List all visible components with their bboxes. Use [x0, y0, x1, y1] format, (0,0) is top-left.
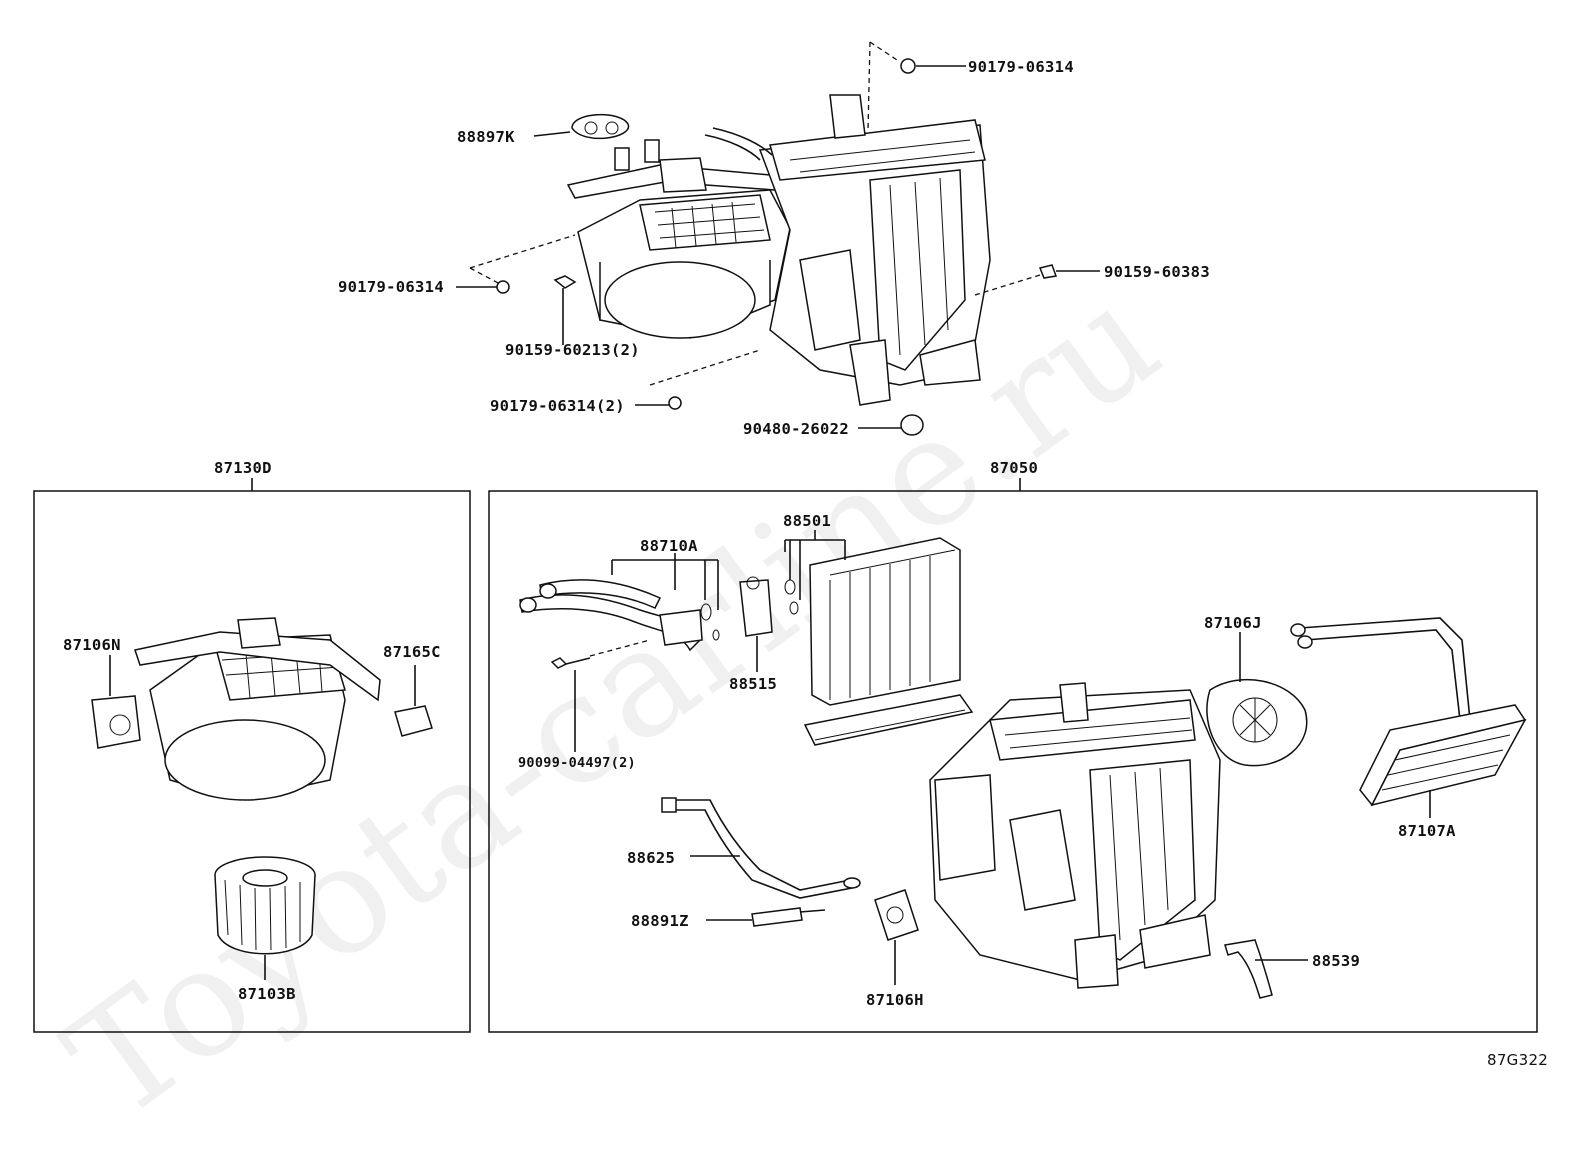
- callout-88515[interactable]: 88515: [729, 675, 778, 693]
- figure-code: 87G322: [1487, 1051, 1549, 1069]
- callout-90179-06314-2[interactable]: 90179-06314(2): [490, 397, 625, 415]
- callout-87103b[interactable]: 87103B: [238, 985, 296, 1003]
- callout-90159-60213[interactable]: 90159-60213(2): [505, 341, 640, 359]
- callout-90099-04497[interactable]: 90099-04497(2): [518, 755, 636, 771]
- callout-90179-06314-top[interactable]: 90179-06314: [968, 58, 1074, 76]
- callout-88625[interactable]: 88625: [627, 849, 676, 867]
- callout-87106h[interactable]: 87106H: [866, 991, 924, 1009]
- callout-88539[interactable]: 88539: [1312, 952, 1361, 970]
- top-heater-unit-assembly: [566, 94, 991, 406]
- group-label-blower: 87130D: [214, 459, 272, 477]
- blower-assembly: [91, 617, 433, 980]
- callout-87107a[interactable]: 87107A: [1398, 822, 1456, 840]
- callout-88891z[interactable]: 88891Z: [631, 912, 689, 930]
- callout-90159-60383[interactable]: 90159-60383: [1104, 263, 1210, 281]
- callout-88501[interactable]: 88501: [783, 512, 832, 530]
- callout-88897k[interactable]: 88897K: [457, 128, 515, 146]
- unit-group-box: [488, 490, 1538, 1033]
- callout-87165c[interactable]: 87165C: [383, 643, 441, 661]
- callout-90179-06314-left[interactable]: 90179-06314: [338, 278, 444, 296]
- top-small-parts: [456, 41, 1100, 436]
- callout-90480-26022[interactable]: 90480-26022: [743, 420, 849, 438]
- group-label-unit: 87050: [990, 459, 1039, 477]
- callout-87106n[interactable]: 87106N: [63, 636, 121, 654]
- unit-parts: [519, 530, 1527, 999]
- callout-87106j[interactable]: 87106J: [1204, 614, 1262, 632]
- parts-diagram: [33, 41, 1538, 1033]
- callout-88710a[interactable]: 88710A: [640, 537, 698, 555]
